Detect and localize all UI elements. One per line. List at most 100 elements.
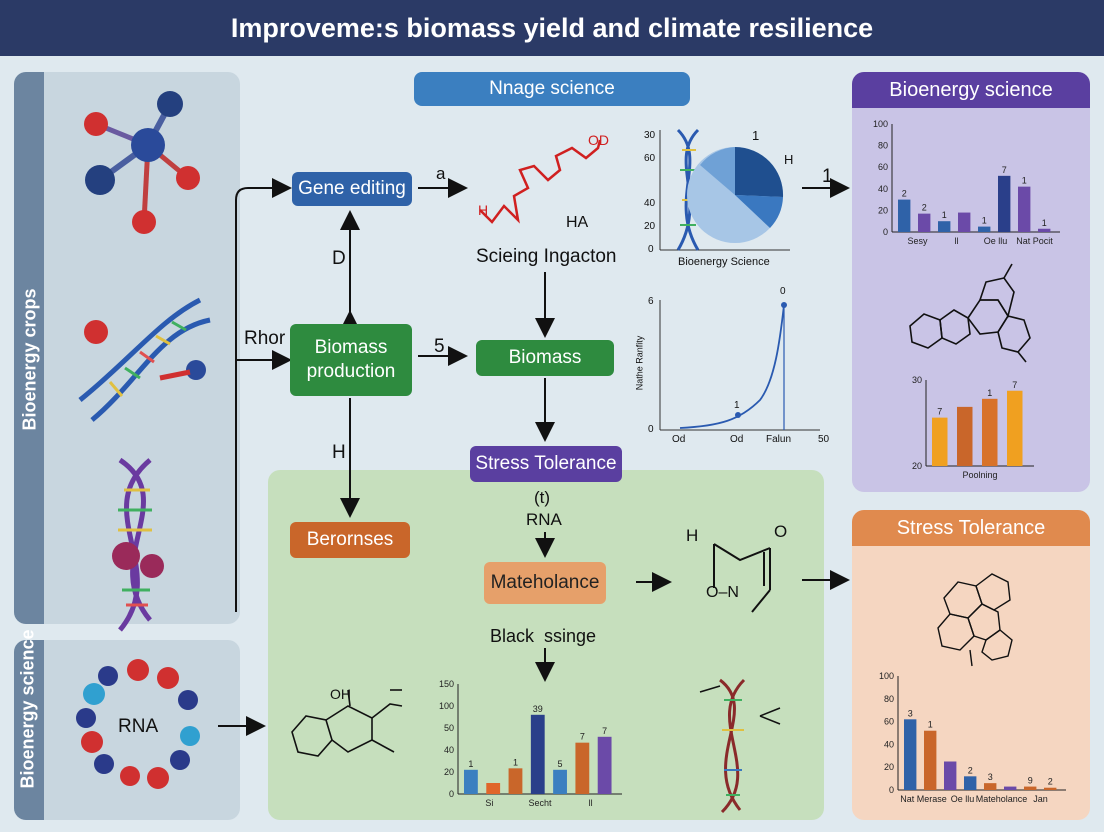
y-tick-label: 150 [439,679,454,689]
bar-value-label: 1 [987,388,992,398]
bar [1024,786,1037,790]
x-tick-label: Secht [528,798,552,808]
y-tick-label: 20 [912,461,922,471]
y-tick-label: 0 [449,789,454,799]
bar [964,776,977,790]
polycyclic-structure-icon [909,263,1031,363]
y-tick-label: 30 [912,375,922,385]
bar-value-label: 1 [1042,218,1047,228]
rna-label: RNA [526,510,562,529]
pie-caption: Bioenergy Science [678,256,770,268]
rna-ring-label: RNA [118,716,159,737]
bar-value-label: 2 [968,765,973,775]
five-label: 5 [434,336,445,357]
y-tick-label: 20 [444,767,454,777]
y-tick-label: 40 [884,739,894,749]
x-tick-label: Oe llu [984,236,1008,246]
red-molecule-icon [479,139,602,224]
cyclic-molecule-icon [291,689,403,757]
x-tick-label: Mateholance [976,794,1028,804]
x-tick-label: Poolning [962,470,997,480]
y-tick-label: 20 [884,762,894,772]
od-mol-label: OD [588,132,609,148]
pie-tick-2: 40 [644,198,656,209]
bar [530,714,545,794]
page-title: Improveme:s biomass yield and climate re… [0,0,1104,56]
x-tick-label: Sesy [907,236,928,246]
bar-value-label: 39 [533,704,543,714]
gene-editing-node: Gene editing [292,172,412,206]
bar [918,213,931,232]
y-tick-label: 0 [883,227,888,237]
bar-value-label: 9 [1028,776,1033,786]
bioenergy-crops-side-strip [14,72,44,624]
bar-value-label: 5 [558,759,563,769]
curve-panel-graphic [659,300,820,431]
biomass-node: Biomass [476,340,614,376]
black-label: Black ssinge [490,626,597,646]
curve-x-1: Od [730,434,744,445]
bar [1038,228,1051,232]
curve-ylabel: Nathe Ranfity [634,335,645,391]
ha-label: HA [566,214,589,231]
bioenergy-science-header: Bioenergy science [852,72,1090,108]
pie-label-1: 1 [752,128,760,143]
h-mol-label: H [478,202,489,218]
pie-panel-graphic [659,128,790,251]
bar-value-label: 7 [580,732,585,742]
bar [597,736,612,794]
curve-x-3: 50 [818,434,830,445]
stress-tolerance-panel [852,510,1090,820]
bar [904,719,917,790]
bar-value-label: 1 [942,210,947,220]
bar [575,742,590,794]
purple-dna-helix-icon [112,457,164,632]
pie-label-h: H [784,152,794,167]
curve-y-bottom: 0 [648,424,654,435]
bar [553,769,567,794]
y-tick-label: 20 [878,205,888,215]
y-tick-label: 100 [873,119,888,129]
bar [1004,786,1017,790]
bar [486,783,501,794]
bar [998,175,1011,232]
x-tick-label: Oe llu [951,794,975,804]
bar-value-label: 1 [468,759,473,769]
connector-to-gene-editing [235,178,292,612]
bar [938,221,951,232]
y-tick-label: 40 [878,184,888,194]
ring-structure-icon [713,543,771,613]
image-science-header: Nnage science [414,72,690,106]
bar [944,761,957,790]
bar-value-label: 1 [982,216,987,226]
chem-oh-label: OH [330,686,351,702]
y-tick-label: 40 [444,745,454,755]
bar-value-label: 2 [922,203,927,213]
curve-x-0: Od [672,434,686,445]
pie-tick-1: 60 [644,153,656,164]
h-label: H [332,442,346,463]
curve-mid-label: 1 [734,400,740,411]
bar-value-label: 7 [937,407,942,417]
ball-stick-molecule-icon [84,91,200,234]
bar-value-label: 2 [902,189,907,199]
pie-tick-0: 30 [644,130,656,141]
y-tick-label: 80 [884,694,894,704]
arrow-a-label: a [436,164,446,183]
y-tick-label: 60 [884,717,894,727]
y-tick-label: 100 [439,701,454,711]
stress-tolerance-node: Stress Tolerance [470,446,622,482]
curve-y-top: 6 [648,296,654,307]
bar [1018,186,1031,232]
bar-value-label: 3 [908,708,913,718]
chem-o-label: O [774,522,788,541]
dna-helix-icon [78,297,211,422]
y-tick-label: 100 [879,671,894,681]
chem-h-label: H [686,526,699,545]
y-tick-label: 80 [878,141,888,151]
bar [1007,390,1023,466]
